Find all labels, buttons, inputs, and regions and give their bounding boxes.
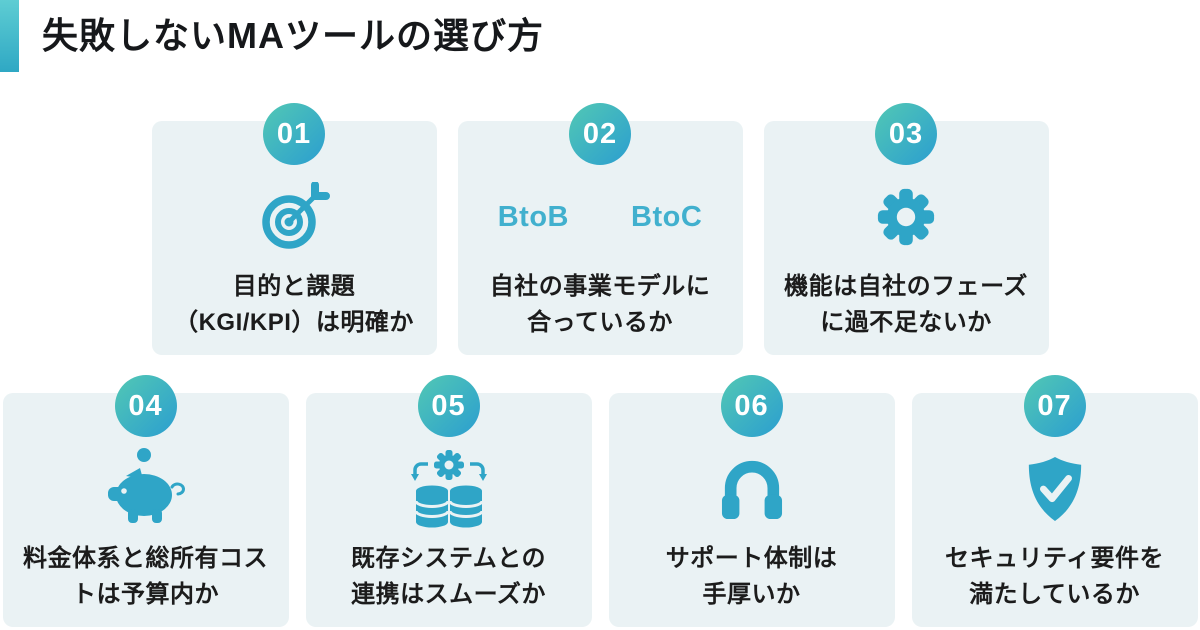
card-04-text: 料金体系と総所有コス トは予算内か	[23, 545, 268, 608]
card-01-number-badge: 01	[263, 103, 325, 165]
header: 失敗しないMAツールの選び方	[0, 0, 1200, 72]
piggy-bank-icon	[107, 448, 185, 523]
card-04-icon-area	[11, 437, 281, 541]
accent-bar	[0, 0, 19, 72]
card-02-icon-area: BtoB BtoC	[466, 165, 735, 269]
card-row-1: 01 目的と課題 （KGI/KPI）は明確か 02 BtoB BtoC	[0, 103, 1200, 355]
card-05-number-badge: 05	[417, 375, 480, 437]
btoc-label: BtoC	[631, 200, 703, 233]
card-01: 01 目的と課題 （KGI/KPI）は明確か	[151, 103, 437, 355]
card-06-icon-area	[617, 437, 887, 541]
card-05-icon-area	[314, 437, 584, 541]
card-07-text: セキュリティ要件を 満たしているか	[944, 545, 1165, 608]
card-06-text: サポート体制は 手厚いか	[665, 545, 838, 608]
gear-icon	[877, 188, 935, 246]
card-07-number-badge: 07	[1023, 375, 1086, 437]
target-icon	[262, 182, 330, 249]
card-03-text: 機能は自社のフェーズ に過不足ないか	[784, 273, 1028, 336]
card-03: 03 機能は自社のフェーズ に過不足ないか	[763, 103, 1049, 355]
card-03-icon-area	[772, 165, 1041, 269]
card-01-icon-area	[160, 165, 429, 269]
btob-label: BtoB	[497, 200, 569, 233]
page-title: 失敗しないMAツールの選び方	[42, 15, 544, 56]
card-row-2: 04 料金体系と総所有コス トは予算内か 05	[0, 375, 1200, 627]
shield-check-icon	[1028, 457, 1081, 521]
card-05: 05	[305, 375, 592, 627]
card-07-icon-area	[920, 437, 1190, 541]
card-07: 07 セキュリティ要件を 満たしているか	[911, 375, 1198, 627]
card-02-number-badge: 02	[569, 103, 631, 165]
card-04: 04 料金体系と総所有コス トは予算内か	[2, 375, 289, 627]
business-model-labels: BtoB BtoC	[498, 201, 703, 234]
headphones-icon	[721, 460, 782, 520]
card-02: 02 BtoB BtoC 自社の事業モデルに 合っているか	[457, 103, 743, 355]
card-05-text: 既存システムとの 連携はスムーズか	[350, 545, 547, 608]
card-06: 06 サポート体制は 手厚いか	[608, 375, 895, 627]
system-integration-icon	[410, 450, 487, 528]
card-01-text: 目的と課題 （KGI/KPI）は明確か	[174, 273, 414, 336]
card-02-text: 自社の事業モデルに 合っているか	[489, 273, 711, 336]
card-03-number-badge: 03	[875, 103, 937, 165]
card-06-number-badge: 06	[720, 375, 783, 437]
card-04-number-badge: 04	[114, 375, 177, 437]
